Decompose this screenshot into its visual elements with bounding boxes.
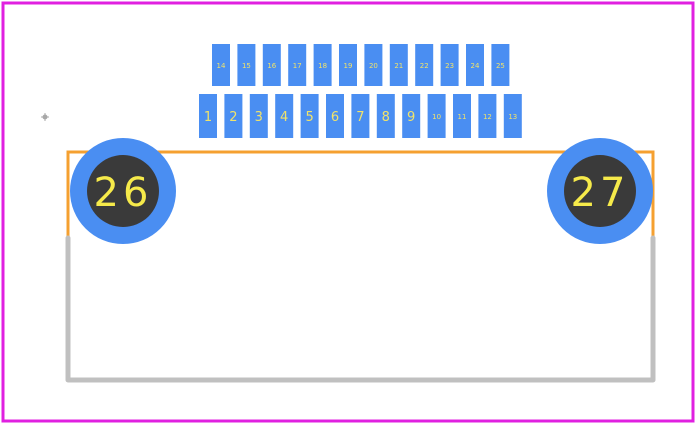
pad-label: 16 xyxy=(267,62,276,70)
pad-shape xyxy=(491,44,510,86)
pad-16: 16 xyxy=(262,44,281,86)
pad-8: 8 xyxy=(376,94,395,138)
pad-3: 3 xyxy=(249,94,268,138)
pad-shape xyxy=(339,44,357,86)
origin-marker xyxy=(41,113,49,121)
pad-label: 12 xyxy=(483,113,492,121)
pad-label: 23 xyxy=(445,62,454,70)
pad-shape xyxy=(415,44,434,86)
hole-center xyxy=(564,155,636,227)
pad-shape xyxy=(224,94,243,138)
hole-label: 26 xyxy=(94,170,153,216)
mounting-hole-27: 27 xyxy=(547,138,653,244)
pad-7: 7 xyxy=(351,94,370,138)
pad-24: 24 xyxy=(466,44,484,86)
pad-label: 15 xyxy=(242,62,251,70)
pad-label: 9 xyxy=(407,110,415,125)
pad-17: 17 xyxy=(288,44,307,86)
pad-label: 1 xyxy=(204,110,212,125)
pad-shape xyxy=(376,94,395,138)
pad-label: 25 xyxy=(496,62,505,70)
pad-shape xyxy=(466,44,484,86)
pad-18: 18 xyxy=(313,44,332,86)
pad-shape xyxy=(364,44,383,86)
pad-label: 21 xyxy=(394,62,403,70)
pad-shape xyxy=(453,94,471,138)
pad-5: 5 xyxy=(300,94,319,138)
pad-shape xyxy=(427,94,446,138)
silkscreen-outline xyxy=(65,235,656,383)
pad-label: 6 xyxy=(331,110,339,125)
pad-label: 4 xyxy=(280,110,288,125)
pad-shape xyxy=(402,94,421,138)
pad-label: 17 xyxy=(293,62,302,70)
pad-2: 2 xyxy=(224,94,243,138)
pad-shape xyxy=(389,44,408,86)
pad-shape xyxy=(300,94,319,138)
pad-label: 7 xyxy=(356,110,364,125)
pad-11: 11 xyxy=(453,94,471,138)
pad-23: 23 xyxy=(440,44,459,86)
pad-label: 3 xyxy=(255,110,263,125)
hole-label: 27 xyxy=(571,170,630,216)
pad-shape xyxy=(351,94,370,138)
pad-15: 15 xyxy=(237,44,256,86)
pad-25: 25 xyxy=(491,44,510,86)
pad-13: 13 xyxy=(503,94,522,138)
pad-label: 19 xyxy=(344,62,353,70)
pad-label: 11 xyxy=(458,113,467,121)
pad-label: 2 xyxy=(229,110,237,125)
top-row-pads: 14 15 16 17 18 19 20 21 22 23 24 25 xyxy=(212,44,510,86)
pad-6: 6 xyxy=(326,94,344,138)
pad-21: 21 xyxy=(389,44,408,86)
pad-label: 14 xyxy=(217,62,226,70)
pad-19: 19 xyxy=(339,44,357,86)
courtyard-outline xyxy=(66,150,655,238)
pad-shape xyxy=(199,94,217,138)
pad-label: 24 xyxy=(471,62,480,70)
pad-shape xyxy=(249,94,268,138)
pad-shape xyxy=(262,44,281,86)
pad-9: 9 xyxy=(402,94,421,138)
pad-label: 8 xyxy=(382,110,390,125)
pad-14: 14 xyxy=(212,44,230,86)
pad-shape xyxy=(503,94,522,138)
pad-22: 22 xyxy=(415,44,434,86)
pad-shape xyxy=(478,94,497,138)
pad-shape xyxy=(440,44,459,86)
pad-label: 22 xyxy=(420,62,429,70)
pad-20: 20 xyxy=(364,44,383,86)
pad-1: 1 xyxy=(199,94,217,138)
pad-label: 20 xyxy=(369,62,378,70)
pad-shape xyxy=(275,94,294,138)
hole-center xyxy=(87,155,159,227)
pad-label: 13 xyxy=(508,113,517,121)
pad-shape xyxy=(288,44,307,86)
pad-shape xyxy=(326,94,344,138)
pad-10: 10 xyxy=(427,94,446,138)
pad-label: 18 xyxy=(318,62,327,70)
pad-shape xyxy=(212,44,230,86)
pad-shape xyxy=(313,44,332,86)
pad-label: 10 xyxy=(432,113,441,121)
mounting-hole-26: 26 xyxy=(70,138,176,244)
pad-label: 5 xyxy=(305,110,313,125)
pad-12: 12 xyxy=(478,94,497,138)
pad-shape xyxy=(237,44,256,86)
pad-4: 4 xyxy=(275,94,294,138)
